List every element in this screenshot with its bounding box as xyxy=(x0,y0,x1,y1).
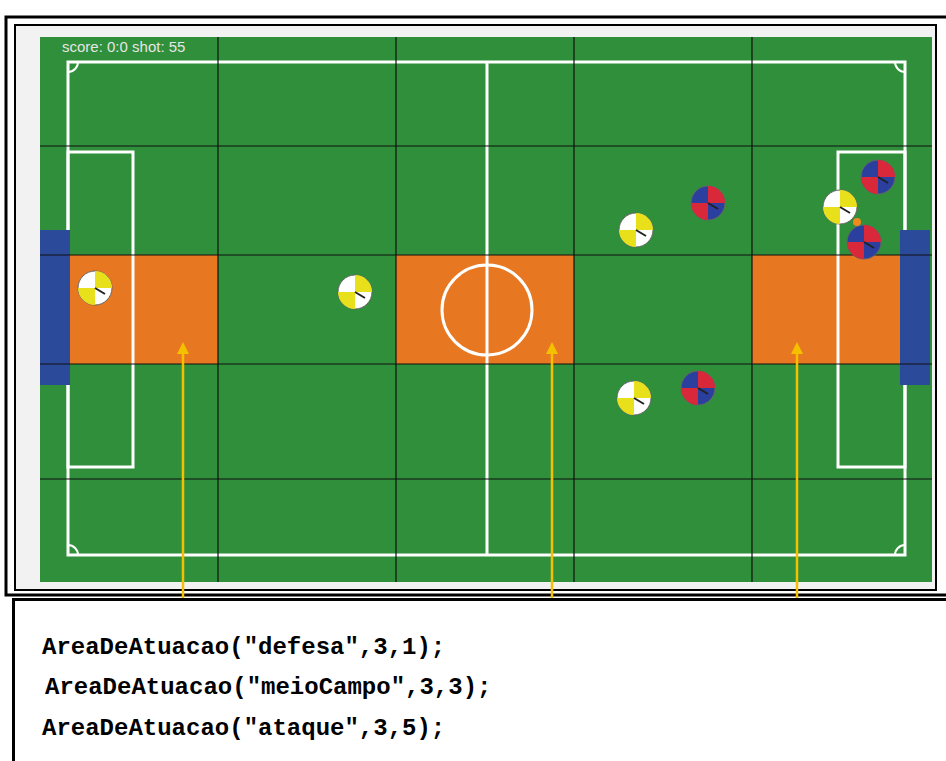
robot xyxy=(861,160,895,194)
code-box: AreaDeAtuacao("defesa",3,1); AreaDeAtuaca… xyxy=(12,598,946,761)
robot xyxy=(617,381,651,415)
robot xyxy=(691,186,725,220)
code-line: AreaDeAtuacao("meioCampo",3,3); xyxy=(45,674,491,702)
robot xyxy=(338,275,372,309)
score-label: score: 0:0 shot: 55 xyxy=(62,38,185,55)
robot xyxy=(823,190,857,224)
robot xyxy=(681,371,715,405)
robot xyxy=(847,225,881,259)
code-line: AreaDeAtuacao("ataque",3,5); xyxy=(42,715,445,743)
ball xyxy=(853,218,861,226)
robot xyxy=(619,213,653,247)
robot xyxy=(78,271,112,305)
code-line: AreaDeAtuacao("defesa",3,1); xyxy=(42,634,445,662)
